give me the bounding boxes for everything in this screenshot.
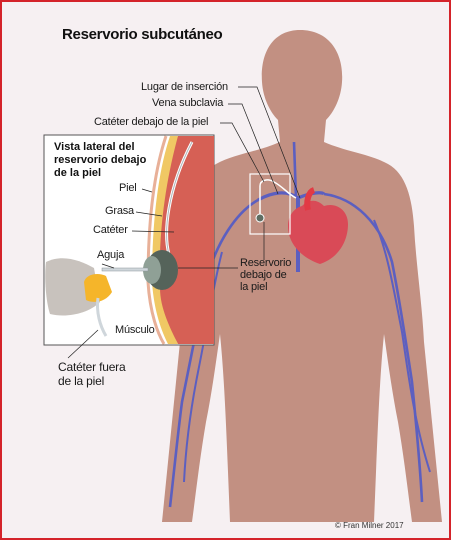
inset-title-line-1: Vista lateral del	[54, 141, 189, 154]
label-insertion-site: Lugar de inserción	[141, 81, 228, 93]
label-catheter-outside: Catéter fuera de la piel	[58, 360, 125, 388]
label-reservoir-line-2: debajo de	[240, 269, 291, 281]
label-reservoir-line-3: la piel	[240, 281, 291, 293]
label-catheter-outside-line-2: de la piel	[58, 374, 125, 388]
inset-title-line-2: reservorio debajo	[54, 154, 189, 167]
copyright: © Fran Milner 2017	[335, 521, 404, 530]
label-needle: Aguja	[97, 249, 124, 261]
port-mini	[256, 214, 264, 222]
label-subclavian-vein: Vena subclavia	[152, 97, 223, 109]
label-muscle: Músculo	[115, 324, 155, 336]
label-catheter-under-skin: Catéter debajo de la piel	[94, 116, 208, 128]
page-title: Reservorio subcutáneo	[62, 26, 222, 43]
inset-title: Vista lateral del reservorio debajo de l…	[54, 141, 189, 180]
label-catheter: Catéter	[93, 224, 128, 236]
inset-needle	[102, 268, 148, 271]
label-reservoir: Reservorio debajo de la piel	[240, 257, 291, 293]
label-catheter-outside-line-1: Catéter fuera	[58, 360, 125, 374]
label-skin: Piel	[119, 182, 137, 194]
inset-title-line-3: de la piel	[54, 167, 189, 180]
label-fat: Grasa	[105, 205, 134, 217]
label-reservoir-line-1: Reservorio	[240, 257, 291, 269]
